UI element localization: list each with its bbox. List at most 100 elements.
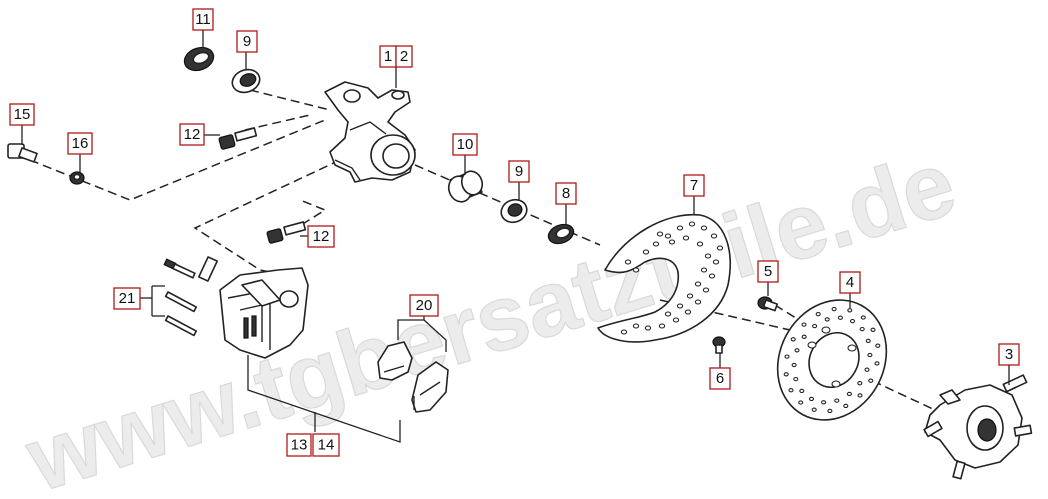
part-label-10: 10 bbox=[452, 133, 478, 156]
svg-text:14: 14 bbox=[318, 437, 335, 454]
svg-text:1: 1 bbox=[384, 48, 392, 65]
disc-hole bbox=[857, 381, 863, 386]
disc-hole bbox=[798, 400, 804, 405]
disc-hole bbox=[834, 398, 840, 403]
disc-hole bbox=[868, 378, 874, 383]
bearing-9-mid bbox=[500, 198, 528, 224]
disc-hole bbox=[812, 323, 818, 329]
shield-hole bbox=[644, 325, 652, 331]
shield-hole bbox=[668, 239, 676, 245]
shield-hole bbox=[652, 241, 660, 247]
part-label-9-top: 9 bbox=[236, 30, 258, 53]
steering-knuckle bbox=[324, 81, 416, 183]
shield-hole bbox=[632, 267, 640, 273]
part-label-21: 21 bbox=[113, 287, 141, 310]
disc-hole bbox=[846, 391, 852, 397]
brake-disc-holes bbox=[783, 306, 881, 414]
disc-hole bbox=[860, 315, 866, 320]
screw-6 bbox=[712, 336, 726, 354]
disc-hole bbox=[827, 408, 833, 414]
leader-lines bbox=[21, 30, 1010, 443]
part-label-20: 20 bbox=[409, 294, 439, 317]
svg-text:12: 12 bbox=[313, 228, 330, 245]
svg-text:21: 21 bbox=[119, 290, 136, 307]
disc-hole bbox=[815, 311, 821, 317]
disc-hole bbox=[870, 327, 876, 332]
disc-hole bbox=[857, 393, 863, 398]
part-label-12-lower: 12 bbox=[307, 225, 335, 248]
svg-text:11: 11 bbox=[195, 11, 211, 28]
shield-hole bbox=[708, 273, 716, 279]
shield-hole bbox=[632, 323, 640, 329]
disc-hole bbox=[783, 372, 789, 377]
shield-hole bbox=[688, 221, 696, 227]
disc-hole bbox=[821, 400, 827, 405]
shield-hole bbox=[686, 293, 694, 299]
spacer-10 bbox=[447, 170, 484, 203]
shield-hole bbox=[624, 259, 632, 265]
svg-text:9: 9 bbox=[515, 163, 523, 180]
svg-text:2: 2 bbox=[400, 48, 408, 65]
shield-hole bbox=[682, 235, 690, 241]
part-label-15: 15 bbox=[9, 103, 35, 126]
part-label-6: 6 bbox=[709, 367, 731, 390]
shield-hole bbox=[620, 329, 628, 335]
shield-hole bbox=[716, 245, 724, 251]
shield-hole bbox=[694, 299, 702, 305]
shield-hole bbox=[684, 309, 692, 315]
svg-text:16: 16 bbox=[72, 135, 89, 152]
svg-text:13: 13 bbox=[291, 437, 308, 454]
disc-hole bbox=[791, 362, 797, 368]
shield-hole bbox=[696, 241, 704, 247]
svg-text:15: 15 bbox=[14, 106, 31, 123]
disc-hole bbox=[784, 354, 790, 359]
disc-hole bbox=[790, 337, 796, 342]
disc-hole bbox=[843, 403, 849, 409]
brake-shield-holes bbox=[620, 221, 724, 335]
svg-text:6: 6 bbox=[716, 370, 724, 387]
shield-hole bbox=[704, 253, 712, 259]
disc-hole bbox=[831, 306, 837, 312]
part-label-3: 3 bbox=[998, 343, 1020, 366]
bolt-12-lower bbox=[266, 221, 307, 244]
disc-hole bbox=[801, 322, 807, 327]
shield-hole bbox=[694, 281, 702, 287]
svg-text:9: 9 bbox=[243, 33, 251, 50]
shield-hole bbox=[664, 233, 672, 239]
shield-hole bbox=[658, 323, 666, 329]
shield-hole bbox=[700, 267, 708, 273]
disc-hole bbox=[811, 407, 817, 412]
shield-hole bbox=[676, 303, 684, 309]
svg-text:10: 10 bbox=[457, 136, 474, 153]
bolt-12-upper bbox=[218, 127, 258, 150]
disc-hole bbox=[875, 343, 881, 348]
disc-hole bbox=[793, 376, 799, 382]
part-label-12-upper: 12 bbox=[179, 123, 205, 146]
bolt-15 bbox=[7, 143, 38, 163]
svg-text:3: 3 bbox=[1005, 346, 1013, 363]
svg-text:5: 5 bbox=[764, 263, 772, 280]
disc-hole bbox=[808, 396, 815, 402]
pins-21 bbox=[163, 256, 218, 337]
nut-16 bbox=[69, 171, 85, 185]
brake-disc-4 bbox=[776, 299, 888, 421]
disc-hole bbox=[801, 334, 807, 339]
svg-text:7: 7 bbox=[690, 177, 698, 194]
disc-hole bbox=[849, 318, 856, 324]
brake-shield-7 bbox=[597, 213, 731, 343]
part-label-11: 11 bbox=[192, 8, 214, 31]
part-label-1: 1 bbox=[379, 45, 397, 68]
wheel-hub-3 bbox=[923, 374, 1033, 480]
disc-hole bbox=[859, 326, 865, 332]
part-label-9-mid: 9 bbox=[508, 160, 530, 183]
brake-caliper-13-14 bbox=[219, 267, 309, 359]
disc-hole bbox=[788, 388, 794, 393]
part-label-13: 13 bbox=[286, 433, 312, 457]
shield-hole bbox=[656, 231, 664, 237]
disc-hole bbox=[837, 315, 843, 320]
seal-11 bbox=[183, 46, 215, 72]
brake-pads-20 bbox=[377, 341, 449, 413]
shield-hole bbox=[702, 287, 710, 293]
disc-hole bbox=[824, 317, 830, 322]
